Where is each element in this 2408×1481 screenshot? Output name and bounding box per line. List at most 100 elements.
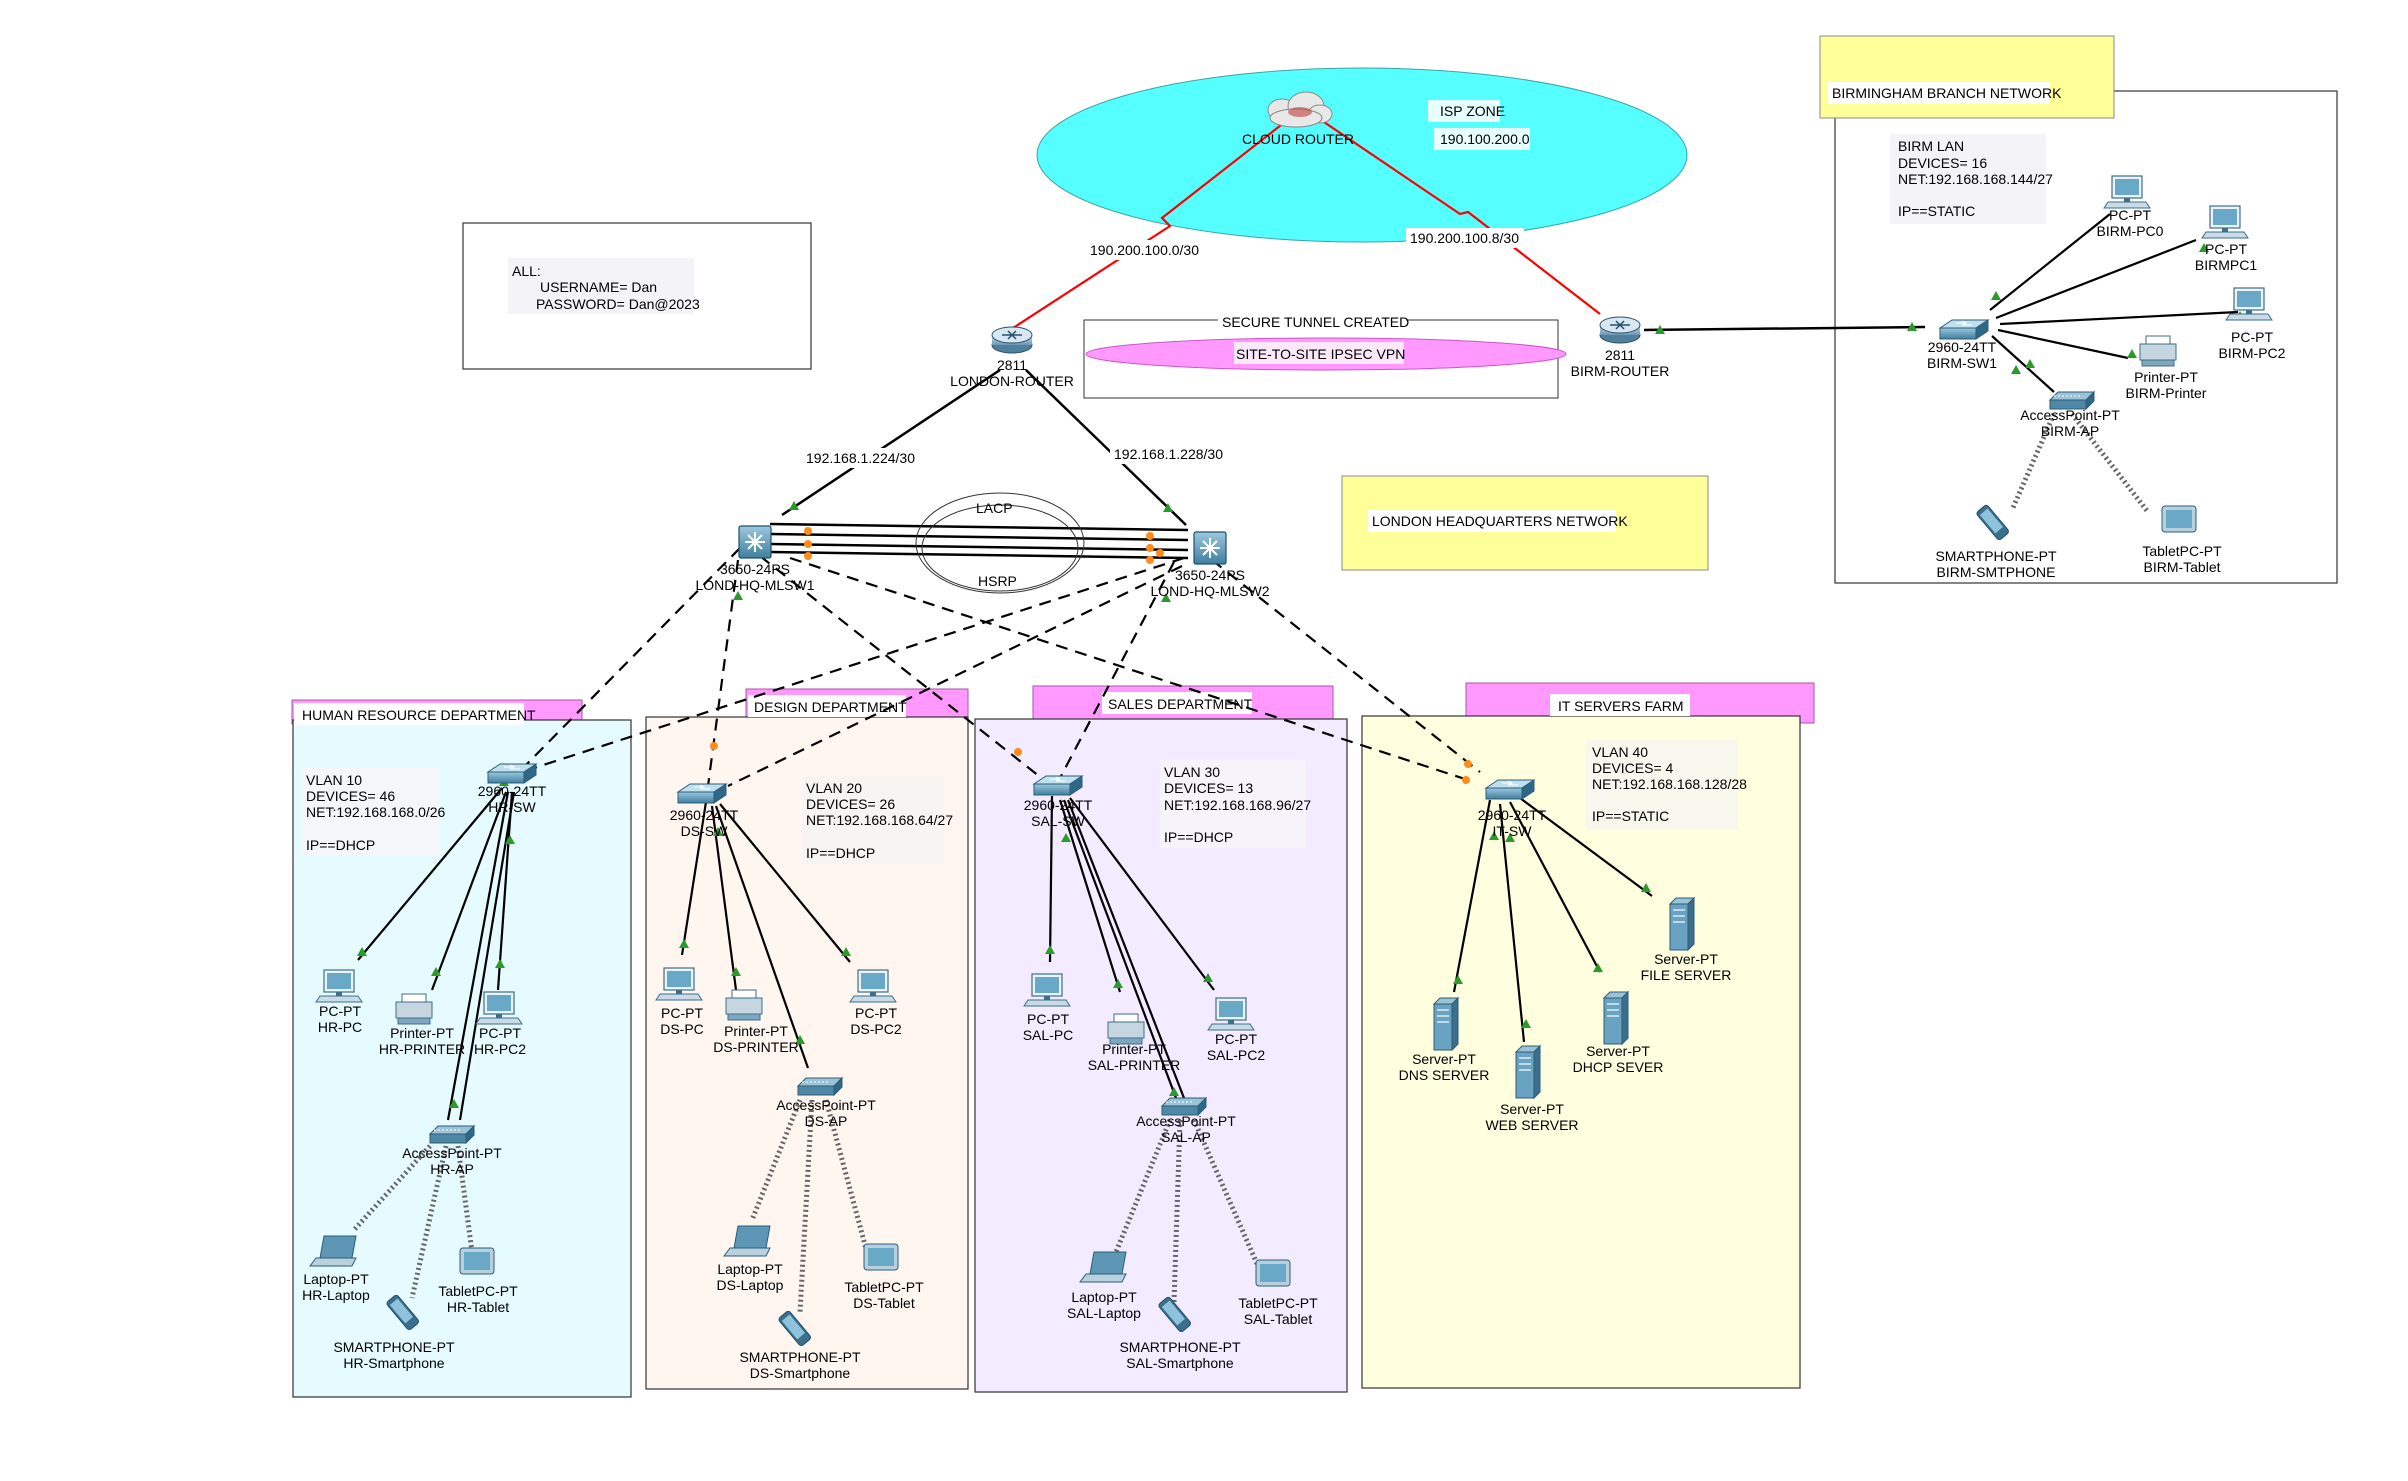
vpn-label: SITE-TO-SITE IPSEC VPN: [1236, 346, 1405, 362]
ds-laptop[interactable]: Laptop-PT DS-Laptop: [717, 1225, 784, 1293]
dhcp-server[interactable]: Server-PT DHCP SEVER: [1573, 991, 1664, 1075]
birm-title: BIRMINGHAM BRANCH NETWORK: [1832, 85, 2062, 101]
dhcp-server-type: Server-PT: [1586, 1043, 1650, 1059]
ds-switch[interactable]: 2960-24TT DS-SW: [670, 783, 739, 839]
hr-tablet-name: HR-Tablet: [447, 1299, 509, 1315]
switch-icon: [1485, 779, 1535, 800]
birm-pc1[interactable]: PC-PT BIRMPC1: [2195, 205, 2257, 273]
birm-pc2-type: PC-PT: [2231, 329, 2273, 345]
multilayer-switch-icon: [738, 525, 772, 559]
birm-phone-name: BIRM-SMTPHONE: [1937, 564, 2056, 580]
sal-printer[interactable]: Printer-PT SAL-PRINTER: [1088, 1013, 1181, 1073]
birm-printer-type: Printer-PT: [2134, 369, 2198, 385]
access-point-icon: [797, 1077, 843, 1096]
file-server[interactable]: Server-PT FILE SERVER: [1641, 897, 1732, 983]
birm-printer[interactable]: Printer-PT BIRM-Printer: [2126, 335, 2207, 401]
sal-smartphone[interactable]: SMARTPHONE-PT SAL-Smartphone: [1119, 1295, 1241, 1371]
hr-smartphone[interactable]: SMARTPHONE-PT HR-Smartphone: [333, 1293, 455, 1371]
ds-tablet[interactable]: TabletPC-PT DS-Tablet: [844, 1243, 924, 1311]
it-switch[interactable]: 2960-24TT IT-SW: [1478, 779, 1547, 839]
lond-hq-mlsw1[interactable]: 3650-24PS LOND-HQ-MLSW1: [695, 525, 815, 593]
sal-pc2[interactable]: PC-PT SAL-PC2: [1207, 997, 1266, 1063]
sal-pc2-type: PC-PT: [1215, 1031, 1257, 1047]
ds-pc[interactable]: PC-PT DS-PC: [655, 967, 704, 1037]
router-icon: [1599, 316, 1641, 344]
hr-laptop-type: Laptop-PT: [303, 1271, 369, 1287]
lacp-label: LACP: [976, 500, 1013, 516]
vpn-title: SECURE TUNNEL CREATED: [1222, 314, 1409, 330]
dns-server[interactable]: Server-PT DNS SERVER: [1399, 997, 1490, 1083]
cloud-router[interactable]: CLOUD ROUTER: [1242, 91, 1354, 147]
london-router[interactable]: 2811 LONDON-ROUTER: [950, 326, 1074, 389]
it-title: IT SERVERS FARM: [1558, 698, 1684, 714]
hr-printer-name: HR-PRINTER: [379, 1041, 465, 1057]
birm-sw-name: BIRM-SW1: [1927, 355, 1997, 371]
ds-tablet-name: DS-Tablet: [853, 1295, 915, 1311]
birm-tablet-type: TabletPC-PT: [2142, 543, 2222, 559]
hr-switch[interactable]: 2960-24TT HR-SW: [478, 763, 547, 815]
lacp-ring-2: [921, 504, 1079, 592]
tablet-icon: [863, 1243, 899, 1271]
birm-ap[interactable]: AccessPoint-PT BIRM-AP: [2020, 391, 2120, 439]
trunk-links: [521, 547, 1481, 787]
birm-tablet[interactable]: TabletPC-PT BIRM-Tablet: [2142, 505, 2222, 575]
access-point-icon: [429, 1125, 475, 1144]
mlsw1-model: 3650-24PS: [720, 561, 790, 577]
ds-phone-name: DS-Smartphone: [750, 1365, 851, 1381]
isp-zone-title-bg: [1428, 100, 1500, 122]
birm-pc0-name: BIRM-PC0: [2097, 223, 2164, 239]
switch-icon: [1033, 775, 1083, 796]
link-label-london-isp: 190.200.100.0/30: [1090, 242, 1199, 258]
sales-info-5: IP==DHCP: [1164, 829, 1233, 845]
link-label-birm-isp: 190.200.100.8/30: [1410, 230, 1519, 246]
hr-printer[interactable]: Printer-PT HR-PRINTER: [379, 993, 465, 1057]
sal-tablet[interactable]: TabletPC-PT SAL-Tablet: [1238, 1259, 1318, 1327]
link-cloud-birm: [1317, 117, 1601, 315]
hr-sw-name: HR-SW: [488, 799, 536, 815]
hr-laptop[interactable]: Laptop-PT HR-Laptop: [302, 1235, 370, 1303]
isp-ip: 190.100.200.0: [1440, 131, 1530, 147]
trunk-mlsw1-hr: [521, 547, 741, 770]
ds-pc2[interactable]: PC-PT DS-PC2: [849, 969, 902, 1037]
sal-pc[interactable]: PC-PT SAL-PC: [1023, 973, 1074, 1043]
web-server[interactable]: Server-PT WEB SERVER: [1485, 1045, 1579, 1133]
multilayer-switch-icon: [1193, 531, 1227, 565]
core-links: [769, 368, 1189, 560]
web-server-name: WEB SERVER: [1485, 1117, 1578, 1133]
birm-info-3: NET:192.168.168.144/27: [1898, 171, 2053, 187]
lacp-hsrp: LACP HSRP: [915, 492, 1085, 594]
birm-smartphone[interactable]: SMARTPHONE-PT BIRM-SMTPHONE: [1935, 503, 2057, 580]
hr-pc2-type: PC-PT: [479, 1025, 521, 1041]
sal-phone-type: SMARTPHONE-PT: [1119, 1339, 1241, 1355]
sal-ap[interactable]: AccessPoint-PT SAL-AP: [1136, 1097, 1236, 1145]
birm-pc0[interactable]: PC-PT BIRM-PC0: [2097, 175, 2164, 239]
ds-ap[interactable]: AccessPoint-PT DS-AP: [776, 1077, 876, 1129]
vpn-tunnel: SECURE TUNNEL CREATED SITE-TO-SITE IPSEC…: [1083, 312, 1567, 399]
birm-router-name: BIRM-ROUTER: [1571, 363, 1670, 379]
isp-ip-bg: [1434, 128, 1530, 150]
credentials-line-3: PASSWORD= Dan@2023: [536, 296, 700, 312]
hr-pc[interactable]: PC-PT HR-PC: [315, 969, 363, 1035]
sal-sw-model: 2960-24TT: [1024, 797, 1093, 813]
server-icon: [1603, 991, 1629, 1045]
sal-laptop[interactable]: Laptop-PT SAL-Laptop: [1067, 1251, 1141, 1321]
sal-laptop-name: SAL-Laptop: [1067, 1305, 1141, 1321]
hr-tablet[interactable]: TabletPC-PT HR-Tablet: [438, 1247, 518, 1315]
birm-tablet-name: BIRM-Tablet: [2143, 559, 2220, 575]
birm-sw1[interactable]: 2960-24TT BIRM-SW1: [1927, 319, 1997, 371]
hr-pc-type: PC-PT: [319, 1003, 361, 1019]
credentials-line-1: ALL:: [512, 263, 541, 279]
trunk-mlsw1-sal: [759, 555, 1045, 781]
birm-sw-model: 2960-24TT: [1928, 339, 1997, 355]
ds-pc-name: DS-PC: [660, 1021, 704, 1037]
ds-smartphone[interactable]: SMARTPHONE-PT DS-Smartphone: [739, 1309, 861, 1381]
hr-ap[interactable]: AccessPoint-PT HR-AP: [402, 1125, 502, 1177]
hr-pc2[interactable]: PC-PT HR-PC2: [474, 991, 526, 1057]
birm-pc2[interactable]: PC-PT BIRM-PC2: [2219, 287, 2286, 361]
birm-router[interactable]: 2811 BIRM-ROUTER: [1571, 316, 1670, 379]
birm-info-5: IP==STATIC: [1898, 203, 1975, 219]
design-info-5: IP==DHCP: [806, 845, 875, 861]
sal-switch[interactable]: 2960-24TT SAL-SW: [1024, 775, 1093, 829]
ds-printer[interactable]: Printer-PT DS-PRINTER: [713, 989, 799, 1055]
lond-hq-mlsw2[interactable]: 3650-24PS LOND-HQ-MLSW2: [1150, 531, 1270, 599]
